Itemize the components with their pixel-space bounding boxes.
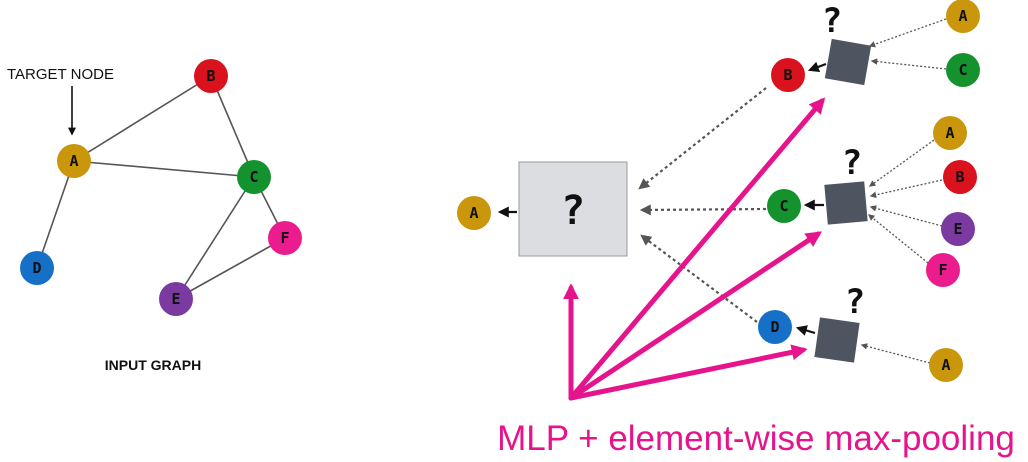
mlp-arrows — [562, 97, 826, 401]
root-aggregator-box — [518, 161, 628, 257]
aggregator-b: ? — [807, 1, 872, 86]
aggregator-question-mark: ? — [822, 1, 842, 41]
input-graph-caption: INPUT GRAPH — [105, 357, 201, 373]
node-circle — [457, 196, 491, 230]
aggregator-question-mark: ? — [842, 143, 862, 183]
level2-node-c-b: B — [943, 160, 977, 194]
mlp-caption: MLP + element-wise max-pooling — [497, 419, 1015, 458]
edge-b-to-root — [638, 87, 767, 190]
edge-a-to-agg-c — [868, 139, 935, 187]
edge-e-to-agg-c — [869, 205, 943, 227]
mlp-arrow-to-agg-d — [568, 344, 808, 401]
node-label: C — [249, 168, 258, 186]
level1-to-root-edges — [638, 87, 767, 323]
level1-node-b: B — [771, 58, 805, 92]
input-node-b: B — [194, 59, 228, 93]
edge-a-to-agg-d — [860, 343, 931, 364]
root-node-a: A — [457, 196, 491, 230]
level2-node-c-f: F — [926, 253, 960, 287]
node-circle — [268, 221, 302, 255]
level2-node-b-c: C — [946, 53, 980, 87]
node-circle — [758, 310, 792, 344]
input-graph: TARGET NODE A B C D E F INPUT GRAPH — [7, 59, 302, 373]
aggregator-question-mark: ? — [845, 282, 865, 322]
node-circle — [771, 58, 805, 92]
mlp-arrow-to-agg-c — [568, 231, 822, 401]
node-label: F — [280, 229, 289, 247]
node-label: B — [783, 66, 792, 84]
aggregator-box — [814, 317, 860, 363]
node-circle — [194, 59, 228, 93]
node-circle — [57, 144, 91, 178]
edge-c-e — [175, 176, 255, 300]
level2-node-d-a: A — [929, 348, 963, 382]
level2-node-c-a: A — [933, 116, 967, 150]
node-circle — [946, 53, 980, 87]
node-label: C — [779, 197, 788, 215]
input-node-f: F — [268, 221, 302, 255]
edge-c-to-agg-b — [870, 58, 947, 70]
level1-node-c: C — [767, 189, 801, 223]
node-circle — [929, 348, 963, 382]
aggregator-output-arrow — [807, 61, 827, 73]
mlp-arrow-to-agg-b — [568, 97, 826, 401]
aggregator-c: ? — [803, 143, 868, 225]
aggregator-output-arrow — [795, 325, 816, 336]
node-circle — [767, 189, 801, 223]
node-label: F — [938, 261, 947, 279]
edge-c-to-root — [639, 204, 767, 216]
node-label: D — [32, 259, 41, 277]
input-node-d: D — [20, 251, 54, 285]
edge-a-c — [73, 160, 255, 178]
node-label: E — [171, 290, 180, 308]
level2-node-b-a: A — [946, 0, 980, 33]
node-label: A — [958, 7, 967, 25]
node-circle — [933, 116, 967, 150]
edge-b-c — [210, 75, 255, 178]
node-label: A — [469, 204, 478, 222]
node-label: C — [958, 61, 967, 79]
edge-a-b — [73, 75, 212, 162]
node-label: A — [945, 124, 954, 142]
input-node-e: E — [159, 282, 193, 316]
aggregator-box — [824, 38, 872, 86]
node-circle — [941, 212, 975, 246]
node-label: B — [955, 168, 964, 186]
node-circle — [943, 160, 977, 194]
node-circle — [237, 160, 271, 194]
node-circle — [946, 0, 980, 33]
node-circle — [20, 251, 54, 285]
edge-a-d — [36, 160, 75, 269]
node-label: A — [941, 356, 950, 374]
input-node-c: C — [237, 160, 271, 194]
node-circle — [926, 253, 960, 287]
target-node-label: TARGET NODE — [7, 66, 114, 83]
level2-to-aggregator-edges — [860, 18, 947, 364]
level1-node-d: D — [758, 310, 792, 344]
edge-e-f — [175, 237, 286, 300]
level2-node-c-e: E — [941, 212, 975, 246]
edge-f-to-agg-c — [867, 214, 929, 264]
aggregator-box — [824, 181, 868, 225]
edge-a-to-agg-b — [868, 18, 947, 48]
root-aggregator-question-mark: ? — [561, 188, 585, 234]
node-label: A — [69, 152, 78, 170]
input-node-a: A — [57, 144, 91, 178]
node-label: E — [953, 220, 962, 238]
computation-graph: ? A B C D ? — [457, 0, 1015, 458]
edge-b-to-agg-c — [869, 179, 943, 199]
node-label: B — [206, 67, 215, 85]
node-label: D — [770, 318, 779, 336]
node-circle — [159, 282, 193, 316]
aggregator-d: ? — [795, 282, 865, 363]
